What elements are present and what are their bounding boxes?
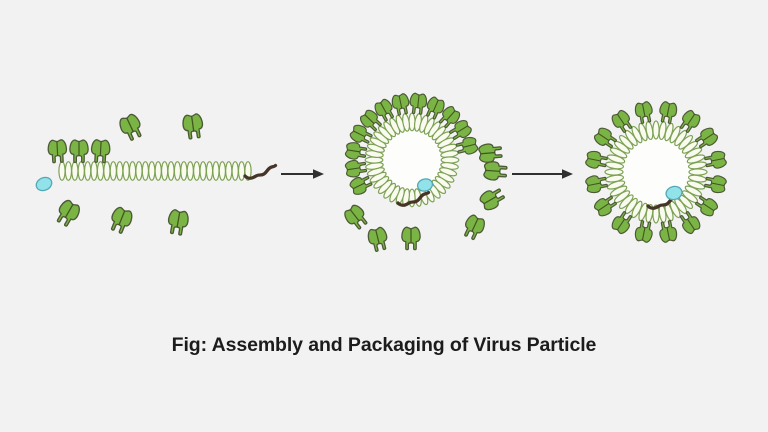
assembly-arrow-2 [512, 169, 573, 179]
virus-assembly-diagram [35, 92, 728, 254]
mature-virion-group [584, 100, 728, 244]
unassembled-components-group [35, 111, 278, 237]
budding-particle-group [341, 92, 508, 254]
assembly-arrow-1 [281, 169, 324, 179]
figure-caption: Fig: Assembly and Packaging of Virus Par… [171, 334, 597, 356]
